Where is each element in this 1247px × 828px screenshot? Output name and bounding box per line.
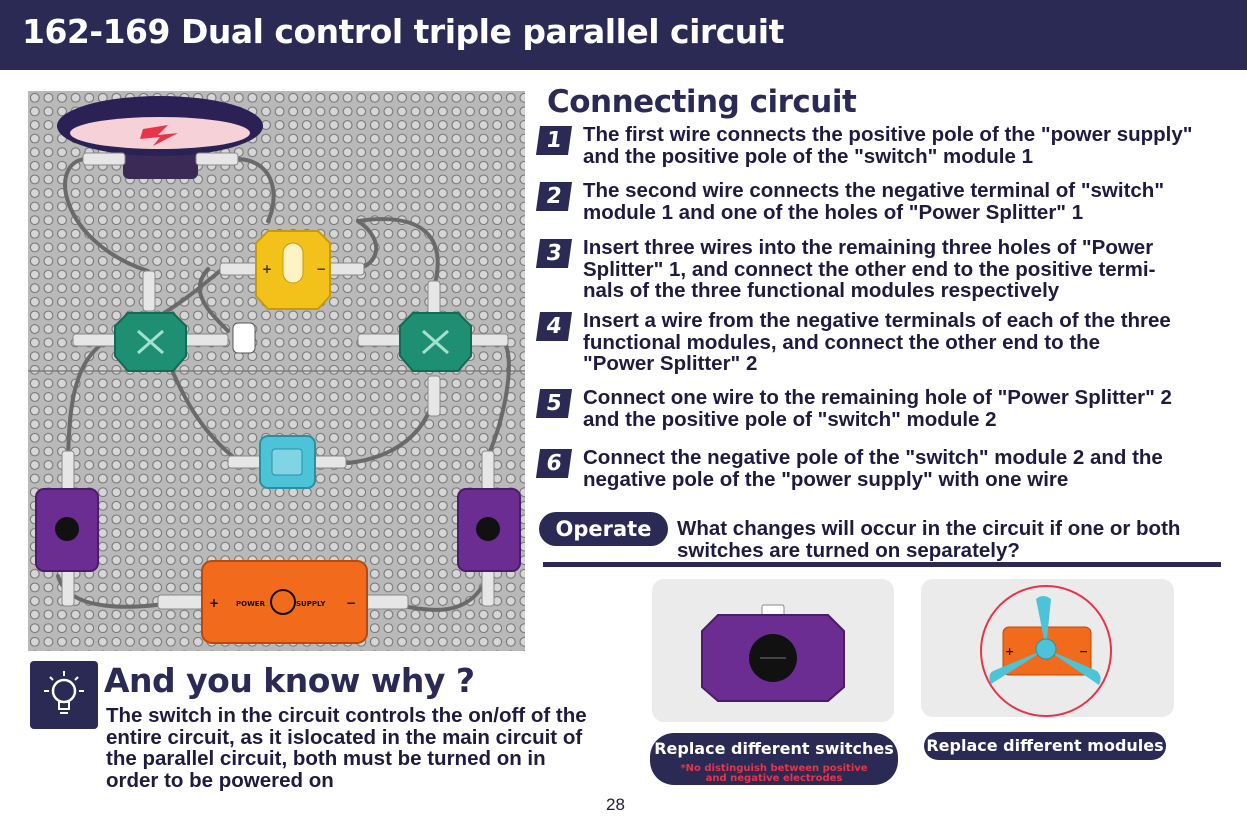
power-splitter-1: [72, 270, 256, 372]
cyan-module: [227, 435, 347, 489]
electrode-note-line-1: *No distinguish between positive: [680, 763, 868, 774]
page-title: 162-169 Dual control triple parallel cir…: [22, 12, 784, 51]
step-number: 3: [535, 239, 573, 268]
why-title: And you know why ?: [104, 661, 475, 700]
operate-question: What changes will occur in the circuit i…: [677, 517, 1181, 562]
connecting-circuit-title: Connecting circuit: [547, 84, 857, 120]
power-splitter-2: [357, 280, 509, 417]
step-text: The second wire connects the negative te…: [583, 179, 1165, 224]
why-explanation: The switch in the circuit controls the o…: [106, 704, 587, 792]
switch-replacement-card: [652, 579, 894, 722]
step-number: 2: [535, 182, 573, 211]
module-replacement-card: + −: [921, 579, 1174, 717]
step-text: Insert three wires into the remaining th…: [583, 236, 1156, 302]
fan-module-image: + −: [980, 585, 1112, 717]
fan-plus: +: [1005, 645, 1014, 658]
power-plus: +: [209, 596, 219, 610]
yellow-plus: +: [262, 262, 272, 276]
switch-module-2: [457, 450, 521, 607]
lightbulb-icon: [30, 661, 98, 729]
replace-modules-label: Replace different modules: [926, 736, 1164, 755]
step-text: Connect one wire to the remaining hole o…: [583, 386, 1172, 431]
power-label-left: POWER: [236, 600, 266, 608]
power-minus: −: [346, 596, 356, 610]
yellow-module: + −: [219, 230, 365, 310]
step-text: Insert a wire from the negative terminal…: [583, 309, 1171, 375]
yellow-minus: −: [316, 262, 326, 276]
electrode-note-line-2: and negative electrodes: [705, 773, 843, 784]
section-divider: [543, 562, 1221, 567]
power-label-right: SUPPLY: [296, 600, 326, 608]
motor-module: [57, 96, 263, 179]
fan-minus: −: [1079, 645, 1088, 658]
replace-switches-pill: Replace different switches *No distingui…: [650, 733, 898, 785]
replace-switches-label: Replace different switches: [654, 739, 894, 758]
purple-switch-image: [701, 604, 845, 702]
replace-modules-pill: Replace different modules: [924, 732, 1166, 760]
header-bar: 162-169 Dual control triple parallel cir…: [0, 0, 1247, 70]
step-number: 4: [535, 312, 573, 341]
circuit-board-illustration: + −: [28, 91, 525, 651]
switch-module-1: [35, 450, 99, 607]
step-number: 5: [535, 389, 573, 418]
page-number: 28: [606, 795, 625, 814]
power-supply-module: + − POWER SUPPLY: [157, 560, 409, 644]
step-text: Connect the negative pole of the "switch…: [583, 446, 1163, 491]
step-number: 6: [535, 449, 573, 478]
step-number: 1: [535, 126, 573, 155]
step-text: The first wire connects the positive pol…: [583, 123, 1193, 168]
operate-badge: Operate: [539, 512, 668, 546]
